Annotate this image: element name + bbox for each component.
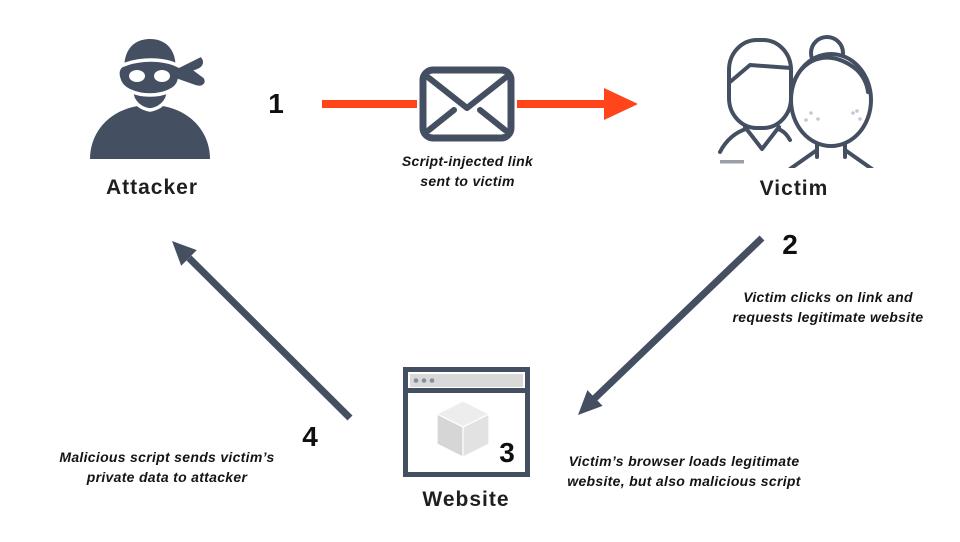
website-label: Website: [422, 488, 510, 511]
cube-icon: [435, 400, 491, 458]
victim-shirt-line: [720, 160, 744, 164]
step4-caption: Malicious script sends victim’s private …: [59, 449, 275, 486]
browser-titlebar: [410, 374, 523, 387]
victim-icon: [718, 35, 874, 168]
step3-number: 3: [499, 437, 515, 468]
step1-number: 1: [268, 88, 284, 119]
step2-caption: Victim clicks on link and requests legit…: [732, 289, 924, 326]
step3-caption: Victim’s browser loads legitimate websit…: [567, 453, 801, 490]
step2-number: 2: [782, 229, 798, 260]
envelope-icon: [417, 64, 517, 144]
attacker-icon: [90, 39, 210, 159]
attacker-label: Attacker: [105, 176, 199, 199]
step4-number: 4: [302, 421, 318, 452]
website-icon: [403, 367, 530, 477]
step1-caption: Script-injected link sent to victim: [401, 153, 534, 190]
victim-label: Victim: [759, 177, 829, 200]
step4-arrow: [172, 241, 353, 421]
